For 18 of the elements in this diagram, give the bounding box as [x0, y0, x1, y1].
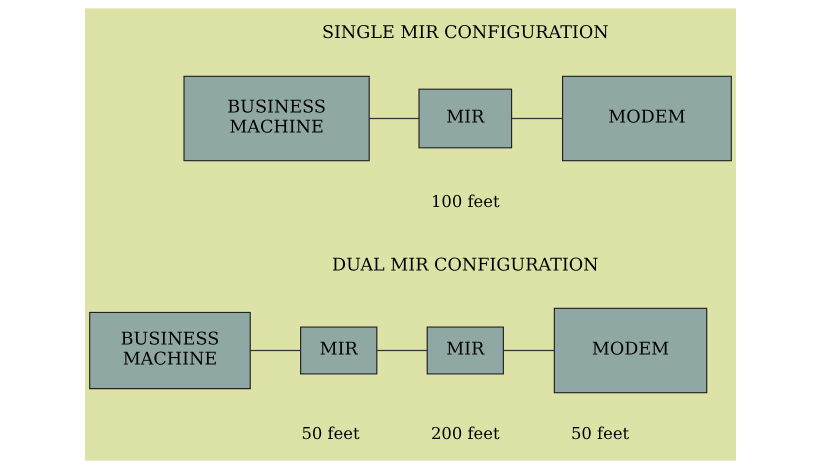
node-box: BUSINESS MACHINE: [88, 312, 250, 390]
connector: [511, 118, 562, 120]
connector: [250, 350, 300, 352]
label: 50 feet: [570, 424, 629, 444]
node-box: MIR: [426, 326, 504, 375]
label: 100 feet: [430, 192, 500, 212]
connector: [368, 118, 418, 120]
connector: [376, 350, 427, 352]
label: DUAL MIR CONFIGURATION: [332, 255, 598, 276]
label: 50 feet: [300, 424, 360, 444]
node-box: MODEM: [553, 308, 707, 394]
node-box: MIR: [418, 88, 512, 148]
node-box: MIR: [300, 326, 377, 375]
label: SINGLE MIR CONFIGURATION: [321, 23, 608, 44]
connector: [503, 350, 554, 352]
node-box: BUSINESS MACHINE: [182, 76, 370, 162]
node-box: MODEM: [561, 76, 732, 162]
label: 200 feet: [430, 424, 500, 444]
